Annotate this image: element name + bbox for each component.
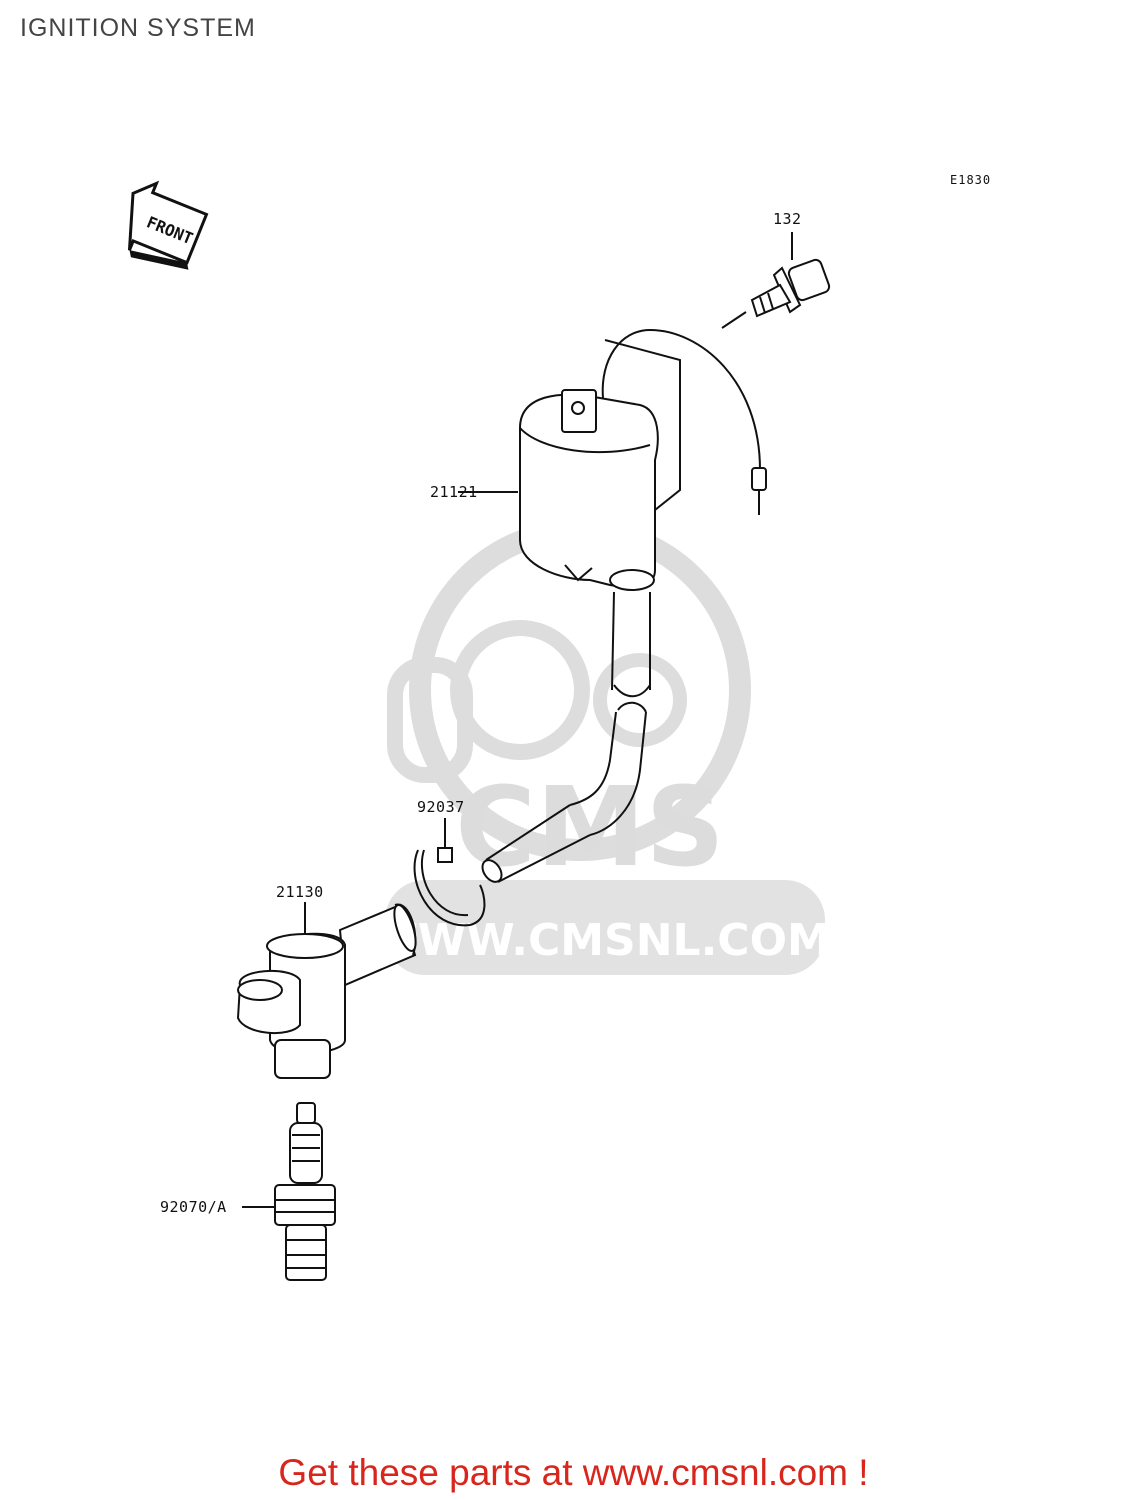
front-arrow-icon: FRONT	[127, 180, 209, 270]
watermark: CMS WWW.CMSNL.COM	[369, 519, 831, 975]
part-number-92037: 92037	[417, 798, 465, 816]
page-title: IGNITION SYSTEM	[20, 14, 256, 42]
spark-plug-92070a	[242, 1102, 336, 1281]
part-number-21121: 21121	[430, 483, 478, 501]
part-number-21130: 21130	[276, 883, 324, 901]
part-number-92070a: 92070/A	[160, 1198, 227, 1216]
bolt-132	[721, 232, 831, 329]
diagram-code: E1830	[950, 173, 991, 187]
ignition-coil-21121	[458, 328, 767, 883]
clamp-92037	[413, 818, 486, 927]
watermark-url: WWW.CMSNL.COM	[369, 915, 831, 966]
get-parts-link[interactable]: Get these parts at www.cmsnl.com !	[278, 1452, 869, 1493]
plug-cap-21130	[236, 902, 417, 1079]
part-number-132: 132	[773, 210, 802, 228]
